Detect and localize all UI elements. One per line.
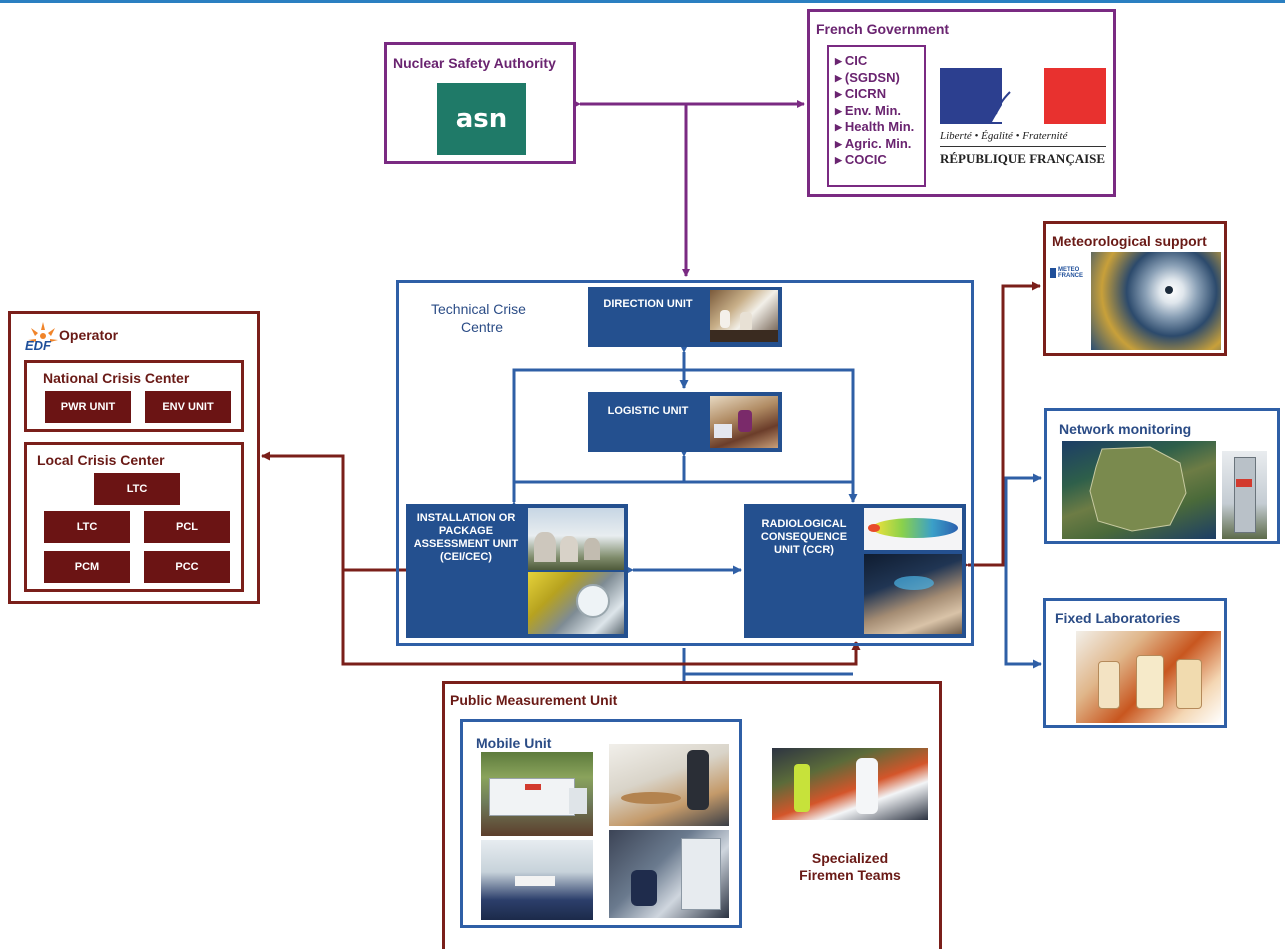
technical-crisis-centre-box: Technical Crise Centre: [396, 280, 974, 646]
gov-item: ▶Env. Min.: [835, 102, 902, 118]
national-crisis-center-title: National Crisis Center: [43, 370, 190, 386]
package-lab-photo: [528, 572, 624, 634]
firemen-label: Specialized Firemen Teams: [799, 850, 901, 883]
direction-unit-label: DIRECTION UNIT: [603, 298, 693, 310]
meteo-logo-line2: FRANCE: [1058, 273, 1083, 279]
meteorological-support-title: Meteorological support: [1052, 233, 1207, 249]
national-crisis-center-box: National Crisis Center PWR UNIT ENV UNIT: [24, 360, 244, 432]
edf-logo: EDF: [25, 320, 61, 354]
mobile-unit-box: Mobile Unit: [460, 719, 742, 928]
nuclear-safety-authority-box: Nuclear Safety Authority asn: [384, 42, 576, 164]
republic-name: RÉPUBLIQUE FRANÇAISE: [940, 151, 1106, 166]
radiological-consequence-unit: RADIOLOGICAL CONSEQUENCE UNIT (CCR): [744, 504, 966, 638]
maroon-connectors: [261, 281, 1041, 666]
ltc-unit: LTC: [44, 511, 130, 543]
local-crisis-center-title: Local Crisis Center: [37, 452, 165, 468]
logistic-unit: LOGISTIC UNIT: [588, 392, 782, 452]
purple-connectors: [573, 100, 805, 277]
gov-item: ▶COCIC: [835, 152, 887, 167]
firemen-teams-photo: [772, 748, 928, 820]
public-measurement-unit-box: Public Measurement Unit Mobile Unit Spec…: [442, 681, 942, 949]
network-monitoring-box: Network monitoring: [1044, 408, 1280, 544]
env-unit: ENV UNIT: [145, 391, 231, 423]
sample-prep-photo: [609, 744, 729, 826]
operator-title: Operator: [59, 327, 119, 343]
pwr-unit: PWR UNIT: [45, 391, 131, 423]
dispersion-plume-image: [864, 508, 962, 550]
asn-logo: asn: [437, 83, 526, 155]
nuclear-safety-authority-title: Nuclear Safety Authority: [393, 55, 556, 71]
mobile-lab-truck-photo: [481, 752, 593, 836]
local-crisis-center-box: Local Crisis Center LTC LTC PCL PCM PCC: [24, 442, 244, 592]
edf-logo-text: EDF: [25, 338, 51, 353]
monitoring-probe-photo: [1222, 451, 1267, 539]
asn-logo-text: asn: [455, 104, 508, 134]
network-monitoring-title: Network monitoring: [1059, 421, 1192, 437]
pcc-unit: PCC: [144, 551, 230, 583]
installation-assessment-unit: INSTALLATION OR PACKAGE ASSESSMENT UNIT …: [406, 504, 628, 638]
gov-item: ▶CIC: [835, 53, 868, 68]
pcl-unit: PCL: [144, 511, 230, 543]
french-government-box: French Government ▶CIC ▶(SGDSN) ▶CICRN ▶…: [807, 9, 1116, 197]
marianne-logo: [940, 68, 1106, 124]
edf-sun-icon: [28, 322, 58, 342]
mobile-unit-interior-photo: [481, 840, 593, 920]
france-outline-icon: [1089, 446, 1187, 532]
government-body-list: ▶CIC ▶(SGDSN) ▶CICRN ▶Env. Min. ▶Health …: [827, 45, 926, 187]
republic-motto: Liberté • Égalité • Fraternité: [940, 130, 1068, 142]
meteorological-support-box: Meteorological support METEO FRANCE: [1043, 221, 1227, 356]
public-measurement-unit-title: Public Measurement Unit: [450, 692, 618, 708]
gov-item: ▶CICRN: [835, 86, 887, 101]
direction-meeting-photo: [710, 290, 778, 342]
top-rule: [0, 0, 1285, 3]
tcc-title-line2: Centre: [461, 319, 504, 335]
marianne-profile-icon: [992, 78, 1040, 122]
logistic-team-photo: [710, 396, 778, 448]
mobile-unit-title: Mobile Unit: [476, 735, 552, 751]
fixed-laboratories-title: Fixed Laboratories: [1055, 610, 1181, 626]
radiological-unit-label: RADIOLOGICAL CONSEQUENCE UNIT (CCR): [760, 518, 848, 556]
gov-item: ▶Agric. Min.: [835, 135, 912, 151]
french-government-title: French Government: [816, 21, 950, 37]
measurement-console-photo: [609, 830, 729, 918]
gov-item: ▶Health Min.: [835, 119, 915, 134]
meteo-france-logo: METEO FRANCE: [1050, 266, 1086, 280]
tcc-title-line1: Technical Crise: [431, 301, 526, 317]
pcm-unit: PCM: [44, 551, 130, 583]
installation-unit-label: INSTALLATION OR PACKAGE ASSESSMENT UNIT …: [413, 512, 519, 563]
france-map-image: [1062, 441, 1216, 539]
fixed-laboratories-box: Fixed Laboratories: [1043, 598, 1227, 728]
direction-unit: DIRECTION UNIT: [588, 287, 782, 347]
motto-divider: [940, 146, 1106, 147]
gov-item: ▶(SGDSN): [835, 69, 900, 85]
meteo-logo-line1: METEO: [1058, 267, 1080, 273]
hurricane-satellite-image: [1091, 252, 1221, 350]
lab-samples-photo: [1076, 631, 1221, 723]
logistic-unit-label: LOGISTIC UNIT: [607, 405, 689, 417]
cooling-towers-photo: [528, 508, 624, 570]
operator-box: EDF Operator National Crisis Center PWR …: [8, 311, 260, 604]
ltc-unit-top: LTC: [94, 473, 180, 505]
terrain-model-image: [864, 554, 962, 634]
